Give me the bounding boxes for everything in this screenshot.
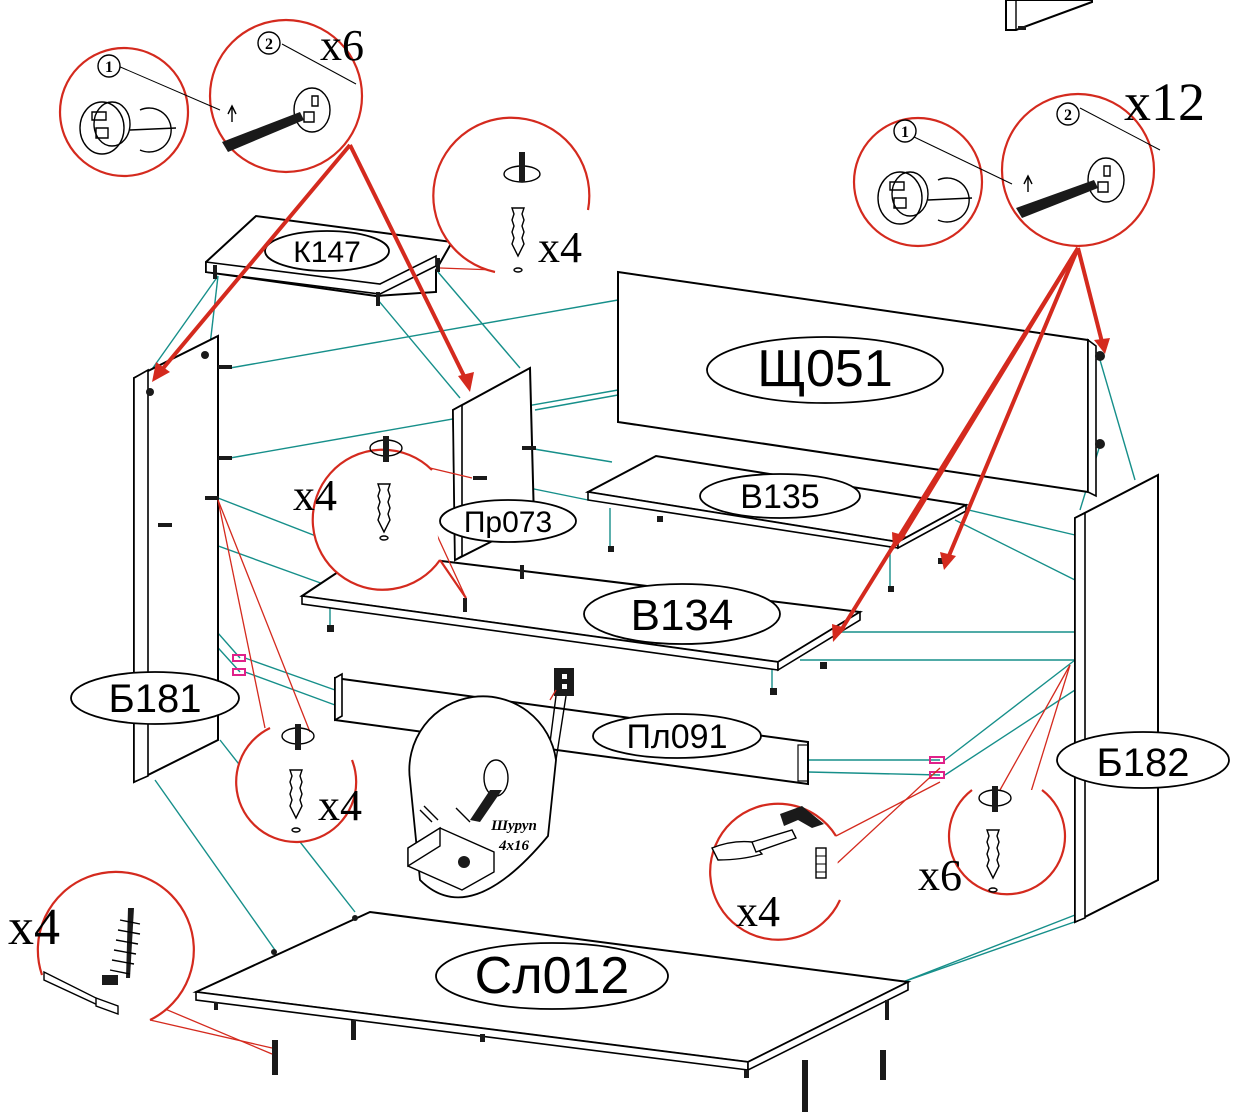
panel-back: Щ051: [617, 270, 1105, 498]
cam-lock-callout-right: 1 2: [852, 92, 1161, 248]
screw-icon: [289, 769, 303, 833]
qty-screw-mid: x4: [293, 471, 337, 520]
step-number-2-right: 2: [1064, 107, 1072, 124]
part-label-shelf-upper: В135: [740, 478, 819, 516]
cam-arrows: [152, 143, 1110, 642]
screwdriver-icon: [369, 436, 403, 462]
screw-icon: [986, 829, 1000, 893]
screw-icon: [511, 207, 525, 273]
dowel-icon: [815, 847, 827, 879]
qty-cam-left: x6: [320, 21, 364, 70]
qty-leveler: x4: [8, 899, 60, 956]
panel-top: К147: [205, 214, 454, 306]
panel-shelf-lower: В134: [299, 550, 863, 695]
part-label-side-left: Б181: [109, 677, 202, 721]
qty-screw-top: x4: [538, 223, 582, 272]
part-label-plinth: Пл091: [626, 718, 727, 756]
part-label-back: Щ051: [757, 340, 893, 398]
screwdriver-icon: [503, 152, 541, 183]
callout-leaders: [119, 267, 1071, 1055]
part-label-top: К147: [293, 236, 361, 269]
dowel-callout: [709, 802, 841, 941]
screwdriver-icon: [281, 724, 315, 750]
qty-dowel: x4: [736, 887, 780, 936]
cam-lock-icon: [877, 171, 973, 225]
panel-partition: Пр073: [439, 366, 577, 562]
screw-callout-right: [947, 786, 1067, 896]
step-number-2: 2: [265, 36, 273, 53]
cam-lock-icon: [79, 101, 177, 155]
screw-callout-mid: [311, 436, 467, 599]
leveler-icon: [102, 908, 141, 985]
qty-screw-left: x4: [318, 781, 362, 830]
screw-callout-top: [432, 116, 591, 274]
screw-callout-left: [235, 724, 358, 844]
qty-screw-right: x6: [918, 851, 962, 900]
hex-key-icon: [43, 970, 119, 1015]
screwdriver-icon: [978, 786, 1012, 812]
cam-lock-callout-left: 1 2: [58, 18, 364, 178]
screw-icon: [377, 483, 391, 541]
qty-cam-right: x12: [1124, 72, 1205, 132]
panel-bottom: [192, 910, 912, 1112]
screwdriver-icon: [470, 759, 509, 822]
panel-shelf-upper: В135: [584, 454, 970, 592]
bracket-icon: [407, 805, 495, 891]
leveler-callout: [36, 870, 195, 1021]
bracket-callout: Шуруп 4х16: [407, 695, 567, 899]
screwdriver-icon: [1016, 157, 1125, 218]
screwdriver-icon: [222, 87, 331, 152]
part-label-side-right: Б182: [1097, 741, 1190, 785]
hammer-icon: [711, 806, 824, 861]
step-number-1-right: 1: [901, 124, 909, 141]
panel-side-right: [1074, 473, 1159, 924]
part-label-partition: Пр073: [464, 506, 552, 539]
part-label-bottom: Сл012: [475, 947, 630, 1005]
step-number-1: 1: [105, 59, 113, 76]
part-label-shelf-lower: В134: [631, 591, 734, 640]
bracket-screw-size: 4х16: [498, 838, 530, 854]
bracket-screw-label: Шуруп: [490, 818, 537, 834]
panel-fragment: [1005, 0, 1093, 31]
